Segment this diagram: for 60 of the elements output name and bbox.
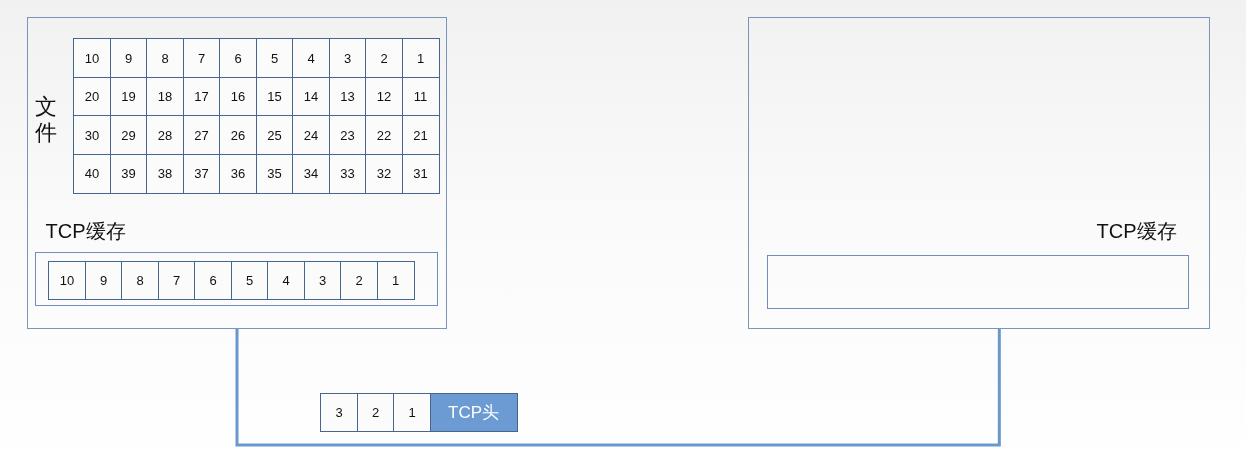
file-block-cell: 20: [73, 76, 111, 117]
file-block-cell: 14: [292, 76, 330, 117]
file-block-cell: 31: [401, 153, 440, 194]
file-block-cell: 11: [401, 76, 440, 117]
buffer-data-cell: 3: [303, 261, 342, 300]
file-block-cell: 9: [109, 38, 148, 78]
file-block-cell: 37: [182, 153, 221, 194]
file-block-cell: 38: [146, 153, 184, 194]
file-block-cell: 8: [146, 38, 184, 78]
file-block-cell: 26: [219, 115, 257, 155]
file-block-cell: 36: [219, 153, 257, 194]
file-block-cell: 22: [365, 115, 403, 155]
buffer-label: TCP缓存: [1096, 218, 1177, 244]
buffer-data-cell: 6: [194, 261, 232, 300]
file-block-cell: 30: [73, 115, 111, 155]
segment-data-cell: 3: [320, 393, 358, 432]
file-block-cell: 15: [255, 76, 294, 117]
tcp-header-cell: TCP头: [429, 393, 518, 432]
file-block-cell: 40: [73, 153, 111, 194]
buffer-data-cell: 4: [267, 261, 305, 300]
file-block-cell: 24: [292, 115, 330, 155]
file-block-cell: 29: [109, 115, 148, 155]
file-block-cell: 39: [109, 153, 148, 194]
file-block-cell: 35: [255, 153, 294, 194]
buffer-data-cell: 7: [157, 261, 196, 300]
segment-data-cell: 1: [393, 393, 432, 432]
file-label: 文件: [34, 94, 58, 146]
file-block-cell: 17: [182, 76, 221, 117]
buffer-data-cell: 1: [376, 261, 415, 300]
file-block-cell: 7: [182, 38, 221, 78]
file-block-cell: 34: [292, 153, 330, 194]
buffer-data-cell: 9: [84, 261, 123, 300]
host-box: [748, 17, 1210, 329]
file-block-cell: 19: [109, 76, 148, 117]
file-block-cell: 18: [146, 76, 184, 117]
file-block-cell: 6: [219, 38, 257, 78]
buffer-label: TCP缓存: [45, 218, 126, 244]
buffer-data-cell: 8: [121, 261, 159, 300]
file-block-cell: 1: [401, 38, 440, 78]
file-block-cell: 21: [401, 115, 440, 155]
file-block-cell: 27: [182, 115, 221, 155]
file-block-cell: 16: [219, 76, 257, 117]
file-block-cell: 13: [328, 76, 367, 117]
file-block-cell: 28: [146, 115, 184, 155]
segment-data-cell: 2: [356, 393, 395, 432]
buffer-data-cell: 5: [230, 261, 269, 300]
file-block-cell: 5: [255, 38, 294, 78]
connection-line: [235, 329, 1001, 447]
file-block-cell: 10: [73, 38, 111, 78]
file-block-cell: 2: [365, 38, 403, 78]
file-block-cell: 32: [365, 153, 403, 194]
buffer-data-cell: 2: [340, 261, 378, 300]
file-block-cell: 25: [255, 115, 294, 155]
host-box: [27, 17, 447, 329]
file-block-cell: 23: [328, 115, 367, 155]
file-block-cell: 33: [328, 153, 367, 194]
file-block-cell: 3: [328, 38, 367, 78]
file-block-cell: 12: [365, 76, 403, 117]
file-block-cell: 4: [292, 38, 330, 78]
buffer-data-cell: 10: [48, 261, 86, 300]
